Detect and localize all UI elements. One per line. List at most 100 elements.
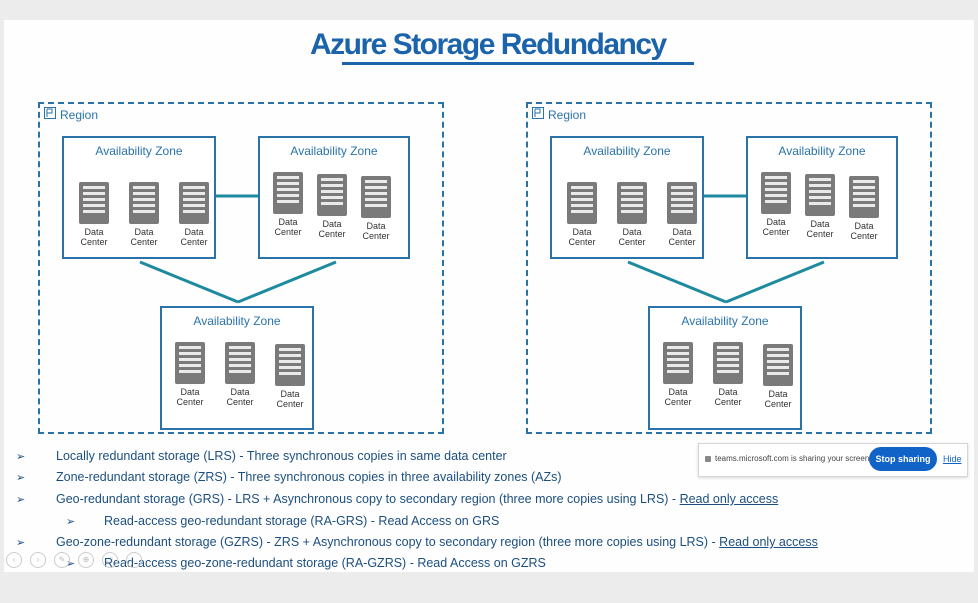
bullet-item: Zone-redundant storage (ZRS) - Three syn… bbox=[56, 470, 562, 484]
slide bbox=[4, 20, 974, 572]
data-center-label: Center bbox=[80, 237, 108, 247]
slide-nav-button[interactable]: › bbox=[30, 552, 46, 568]
data-center-label: Data bbox=[854, 221, 874, 231]
data-center-label: Center bbox=[764, 399, 792, 409]
data-center-label: Data bbox=[184, 227, 204, 237]
server-icon bbox=[317, 174, 347, 216]
bullet-item: Geo-redundant storage (GRS) - LRS + Asyn… bbox=[56, 492, 778, 506]
data-center-label: Center bbox=[130, 237, 158, 247]
data-center-label: Center bbox=[664, 397, 692, 407]
server-icon bbox=[129, 182, 159, 224]
slide-nav-button[interactable]: ⊕ bbox=[78, 552, 94, 568]
slide-nav-button[interactable]: … bbox=[126, 552, 142, 568]
data-center-label: Center bbox=[362, 231, 390, 241]
server-icon bbox=[273, 172, 303, 214]
data-center-label: Center bbox=[762, 227, 790, 237]
availability-zone-title: Availability Zone bbox=[681, 314, 769, 328]
server-icon bbox=[849, 176, 879, 218]
data-center-label: Data bbox=[766, 217, 786, 227]
hide-link[interactable]: Hide bbox=[943, 454, 962, 464]
availability-zone-title: Availability Zone bbox=[290, 144, 378, 158]
title-underline bbox=[342, 62, 694, 65]
data-center-label: Data bbox=[810, 219, 830, 229]
bullet-text: Read-access geo-zone-redundant storage (… bbox=[104, 556, 546, 570]
az-connectors bbox=[139, 194, 337, 304]
server-icon bbox=[805, 174, 835, 216]
data-center-label: Data bbox=[134, 227, 154, 237]
data-center-label: Data bbox=[366, 221, 386, 231]
bullet-item: Read-access geo-redundant storage (RA-GR… bbox=[104, 514, 499, 528]
data-center-label: Data bbox=[280, 389, 300, 399]
data-center-label: Center bbox=[226, 397, 254, 407]
slide-nav-button[interactable]: ✎ bbox=[54, 552, 70, 568]
data-center-label: Data bbox=[230, 387, 250, 397]
bullet-item: Locally redundant storage (LRS) - Three … bbox=[56, 449, 507, 463]
availability-zone-title: Availability Zone bbox=[778, 144, 866, 158]
slide-nav-button[interactable]: □ bbox=[102, 552, 118, 568]
server-icon bbox=[761, 172, 791, 214]
data-center-label: Data bbox=[718, 387, 738, 397]
server-icon bbox=[275, 344, 305, 386]
server-icon bbox=[713, 342, 743, 384]
bullet-arrow-icon: ➢ bbox=[16, 451, 26, 463]
slide-nav-button[interactable]: ‹ bbox=[6, 552, 22, 568]
server-icon bbox=[617, 182, 647, 224]
data-center-label: Center bbox=[668, 237, 696, 247]
data-center-label: Center bbox=[806, 229, 834, 239]
data-center-label: Data bbox=[622, 227, 642, 237]
server-icon bbox=[179, 182, 209, 224]
data-center-label: Center bbox=[176, 397, 204, 407]
server-icon bbox=[663, 342, 693, 384]
server-icon bbox=[763, 344, 793, 386]
bullet-text: Locally redundant storage (LRS) - Three … bbox=[56, 449, 507, 463]
data-center-label: Center bbox=[318, 229, 346, 239]
data-center-label: Data bbox=[84, 227, 104, 237]
server-icon bbox=[361, 176, 391, 218]
read-only-access-link[interactable]: Read only access bbox=[679, 492, 779, 506]
region-flag-icon bbox=[532, 107, 544, 119]
data-center-label: Data bbox=[768, 389, 788, 399]
data-center-label: Center bbox=[618, 237, 646, 247]
data-center-label: Data bbox=[668, 387, 688, 397]
data-center-label: Data bbox=[278, 217, 298, 227]
az-connectors bbox=[627, 194, 825, 304]
data-center-label: Center bbox=[568, 237, 596, 247]
stop-sharing-button[interactable]: Stop sharing bbox=[869, 447, 937, 471]
data-center-label: Center bbox=[274, 227, 302, 237]
data-center-label: Center bbox=[714, 397, 742, 407]
availability-zone-title: Availability Zone bbox=[583, 144, 671, 158]
data-center-label: Data bbox=[180, 387, 200, 397]
data-center-label: Center bbox=[276, 399, 304, 409]
bullet-arrow-icon: ➢ bbox=[16, 537, 26, 549]
read-only-access-link[interactable]: Read only access bbox=[719, 535, 818, 549]
region-label: Region bbox=[60, 108, 99, 122]
bullet-text: Geo-redundant storage (GRS) - LRS + Asyn… bbox=[56, 492, 680, 506]
sharing-notice: teams.microsoft.com is sharing your scre… bbox=[715, 454, 872, 463]
bullet-item: Read-access geo-zone-redundant storage (… bbox=[104, 556, 546, 570]
